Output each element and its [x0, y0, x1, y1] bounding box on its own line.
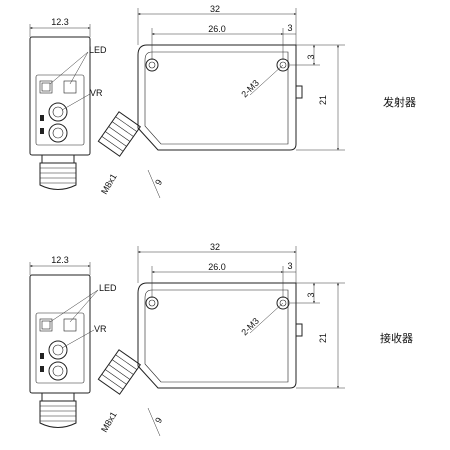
front-connector — [97, 349, 141, 395]
thread-label: M8x1 — [99, 410, 119, 434]
led-label: LED — [99, 283, 117, 293]
view-title: 发射器 — [383, 95, 416, 109]
led-indicator — [41, 320, 51, 330]
front-connector — [97, 111, 141, 157]
height-label: 21 — [318, 333, 328, 343]
hole-spacing-label: 26.0 — [208, 262, 226, 272]
side-connector — [39, 154, 77, 190]
overall-length-label: 32 — [210, 4, 220, 14]
front-view: 32 26.0 3 3 21 2-M3 M8x1 9 — [97, 242, 345, 437]
led-indicator — [41, 82, 51, 92]
side-view: 12.3 LED VR — [29, 255, 117, 428]
connector-length-label: 9 — [153, 178, 164, 187]
height-label: 21 — [318, 95, 328, 105]
led-label: LED — [89, 45, 107, 55]
side-connector — [39, 392, 77, 428]
mount-hole-left — [145, 58, 159, 72]
side-view: 12.3 LED VR — [29, 17, 107, 190]
side-width-label: 12.3 — [51, 17, 69, 27]
edge-to-hole-label: 3 — [287, 261, 292, 271]
edge-to-hole-label: 3 — [287, 23, 292, 33]
vr-label: VR — [94, 324, 107, 334]
side-width-label: 12.3 — [51, 255, 69, 265]
front-view: 32 26.0 3 3 21 2-M3 M8x1 9 — [97, 4, 345, 199]
connector-length-label: 9 — [153, 416, 164, 425]
hole-from-top-label: 3 — [306, 54, 316, 59]
emitter-view: 12.3 LED VR — [29, 4, 416, 199]
thread-label: M8x1 — [99, 172, 119, 196]
mount-holes-label: 2-M3 — [239, 316, 261, 338]
overall-length-label: 32 — [210, 242, 220, 252]
mount-hole-left — [145, 296, 159, 310]
hole-spacing-label: 26.0 — [208, 24, 226, 34]
hole-from-top-label: 3 — [306, 292, 316, 297]
mount-holes-label: 2-M3 — [239, 78, 261, 100]
view-title: 接收器 — [380, 331, 413, 345]
receiver-view: 12.3 LED VR — [29, 242, 413, 437]
vr-label: VR — [90, 88, 103, 98]
